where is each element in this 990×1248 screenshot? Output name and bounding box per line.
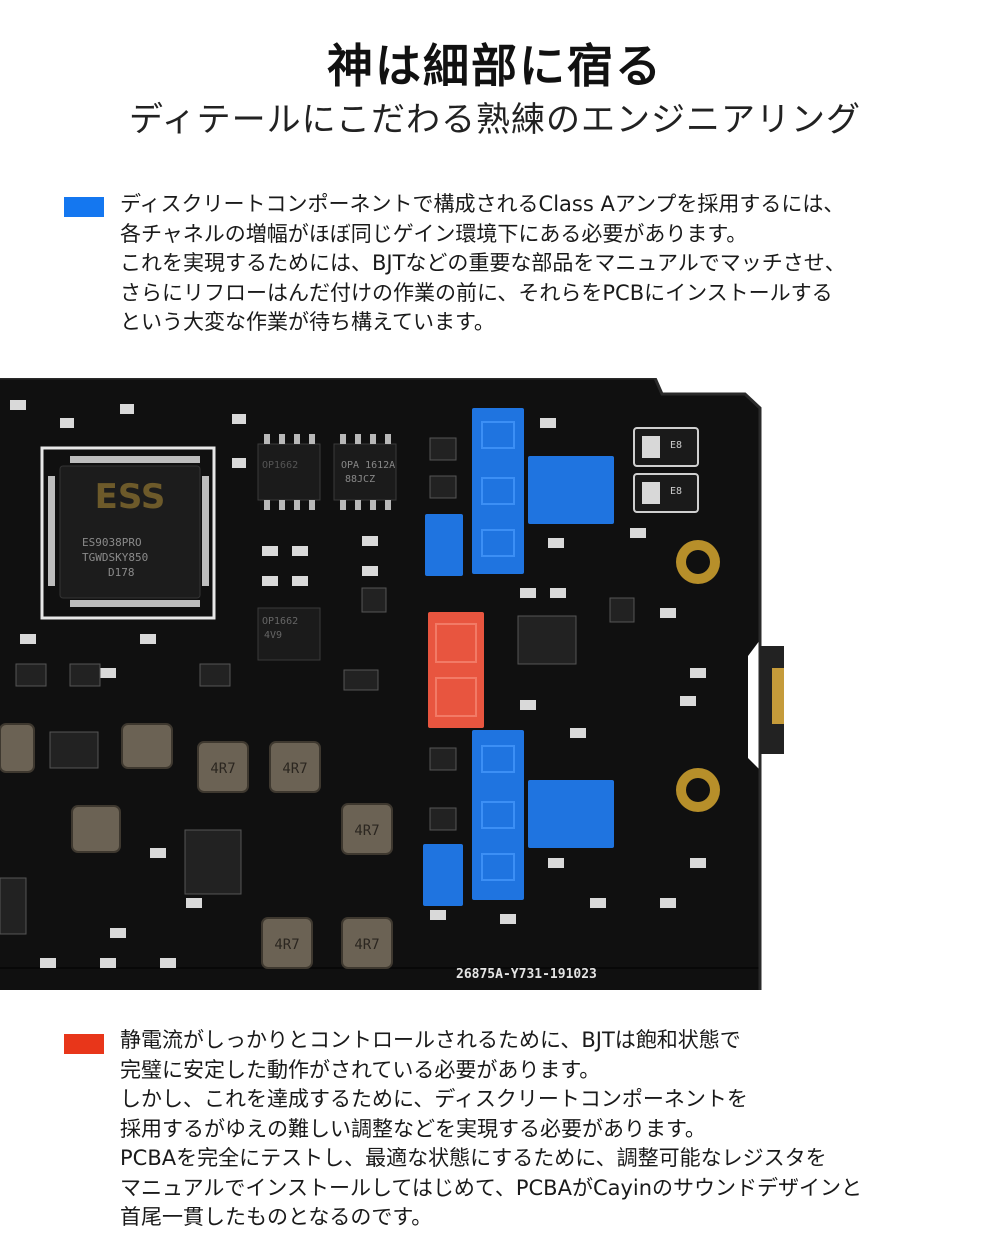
blue-marker	[64, 197, 104, 217]
chip-model: ES9038PRO	[82, 536, 142, 549]
chip-code: TGWDSKY850	[82, 551, 148, 564]
section-bjt-text: 静電流がしっかりとコントロールされるために、BJTは飽和状態で 完璧に安定した動…	[120, 1026, 970, 1233]
opamp-label: OPA 1612A	[341, 460, 395, 471]
chip-logo: ESS	[95, 477, 166, 517]
text-line: 完璧に安定した動作がされている必要があります。	[120, 1057, 601, 1082]
text-line: ディスクリートコンポーネントで構成されるClass Aアンプを採用するには、	[120, 192, 845, 216]
text-line: マニュアルでインストールしてはじめて、PCBAがCayinのサウンドデザインと	[120, 1175, 863, 1200]
page-title: 神は細部に宿る	[327, 39, 663, 93]
chip-code2: D178	[108, 566, 135, 579]
inductor-label: 4R7	[274, 937, 299, 953]
red-marker	[64, 1034, 104, 1054]
cap-label: E8	[670, 440, 682, 451]
text-line: PCBAを完全にテストし、最適な状態にするために、調整可能なレジスタを	[120, 1146, 827, 1170]
board-code: 26875A-Y731-191023	[456, 967, 597, 982]
opamp-code: 88JCZ	[345, 474, 375, 485]
text-line: という大変な作業が待ち構えています。	[120, 310, 495, 334]
opamp-left2-code: 4V9	[264, 630, 282, 641]
text-line: 静電流がしっかりとコントロールされるために、BJTは飽和状態で	[120, 1028, 741, 1052]
page-subtitle: ディテールにこだわる熟練のエンジニアリング	[129, 100, 861, 140]
pcb-board-photo: ESS ES9038PRO TGWDSKY850 D178 OPA 1612A …	[0, 376, 990, 990]
opamp-left2-label: OP1662	[262, 616, 298, 627]
text-line: これを実現するためには、BJTなどの重要な部品をマニュアルでマッチさせ、	[120, 251, 846, 275]
inductor-label: 4R7	[210, 761, 235, 777]
section-class-a-text: ディスクリートコンポーネントで構成されるClass Aアンプを採用するには、 各…	[120, 190, 970, 338]
text-line: 採用するがゆえの難しい調整などを実現する必要があります。	[120, 1116, 706, 1141]
text-line: しかし、これを達成するために、ディスクリートコンポーネントを	[120, 1087, 748, 1111]
text-line: さらにリフローはんだ付けの作業の前に、それらをPCBにインストールする	[120, 280, 833, 305]
inductor-label: 4R7	[354, 823, 379, 839]
inductor-label: 4R7	[282, 761, 307, 777]
inductor-label: 4R7	[354, 937, 379, 953]
opamp-left-label: OP1662	[262, 460, 298, 471]
cap-label: E8	[670, 486, 682, 497]
text-line: 各チャネルの増幅がほぼ同じゲイン環境下にある必要があります。	[120, 221, 748, 246]
text-line: 首尾一貫したものとなるのです。	[120, 1205, 433, 1229]
